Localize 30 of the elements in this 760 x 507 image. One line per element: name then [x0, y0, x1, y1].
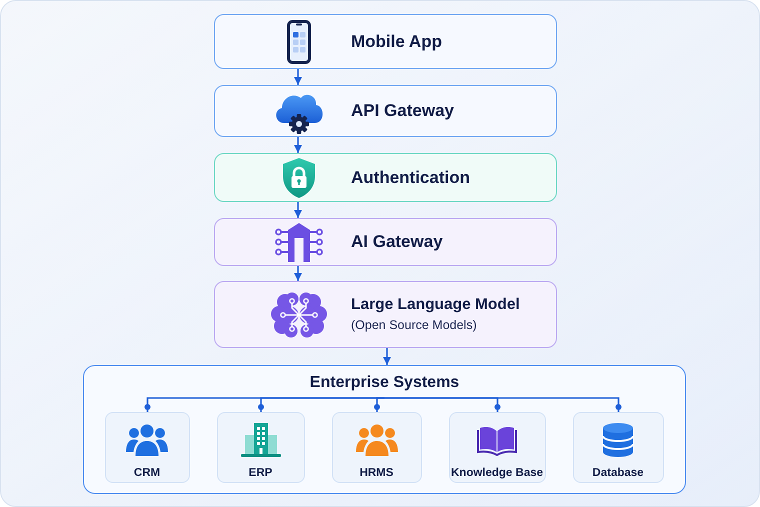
layer-title: Mobile App [351, 30, 443, 52]
connector-line [384, 397, 622, 412]
layer-box [214, 218, 557, 266]
layer-box [214, 85, 557, 137]
layer-title: AI Gateway [351, 231, 444, 253]
system-card [572, 412, 664, 482]
layer-box [214, 281, 557, 348]
layer-title: Large Language Model [351, 294, 521, 314]
arrow [294, 69, 302, 85]
arrow [294, 202, 302, 218]
system-card [448, 412, 546, 482]
group-box [83, 365, 686, 494]
card-label: Knowledge Base [450, 466, 544, 480]
card-label: HRMS [360, 466, 394, 480]
layer-title: Authentication [351, 166, 471, 188]
layer-box [214, 14, 557, 69]
system-card [104, 412, 190, 482]
layer-box [214, 153, 557, 202]
card-label: Database [592, 466, 644, 480]
arrow [294, 266, 302, 281]
card-label: ERP [248, 466, 272, 480]
card-label: CRM [134, 466, 160, 480]
system-card [216, 412, 304, 482]
layer-title: API Gateway [351, 100, 455, 122]
system-card [332, 412, 422, 482]
layer-subtitle: (Open Source Models) [351, 317, 478, 334]
group-heading: Enterprise Systems [310, 373, 460, 393]
arrow [383, 348, 391, 365]
connector-line [374, 397, 384, 412]
arrow [294, 137, 302, 153]
